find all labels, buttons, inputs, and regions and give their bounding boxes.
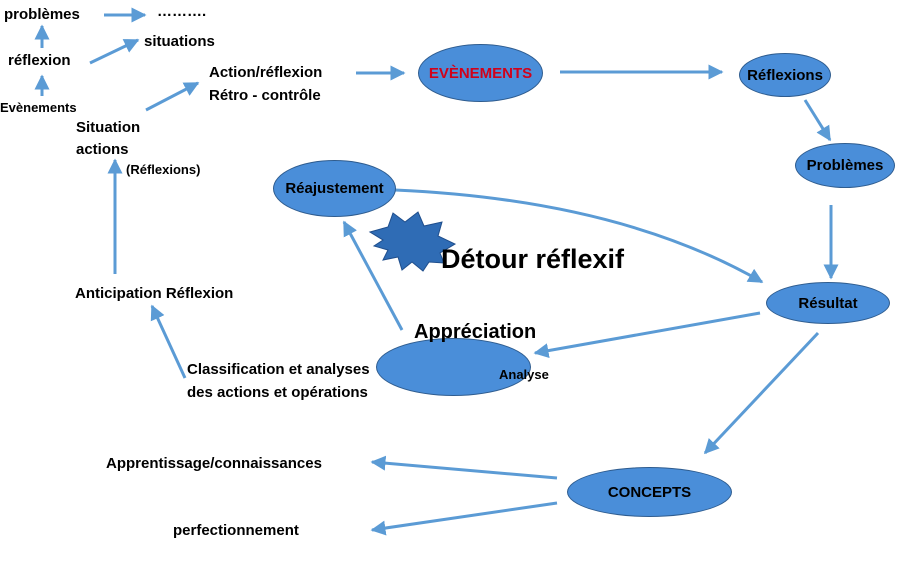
label-analyse: Analyse	[499, 367, 549, 382]
label-dots: ……….	[157, 3, 207, 20]
arrow-resultat-to-appreciation	[533, 311, 761, 359]
label-classification-2: des actions et opérations	[187, 384, 368, 401]
node-problemes: Problèmes	[795, 143, 895, 188]
arrow-concepts-to-apprentissage	[370, 455, 558, 480]
label-situations: situations	[144, 33, 215, 50]
arrow-reflexion-to-situations	[89, 38, 140, 65]
label-actions: actions	[76, 141, 129, 158]
arrow-reajustement-to-resultat	[394, 188, 764, 284]
node-resultat: Résultat	[766, 282, 890, 324]
node-reflexions: Réflexions	[739, 53, 831, 97]
node-reflexions-label: Réflexions	[747, 66, 823, 84]
arrow-classification-to-anticipation	[150, 304, 187, 379]
arrow-appreciation-to-reajustement	[342, 220, 404, 331]
node-appreciation	[376, 338, 531, 396]
label-evenements: Evènements	[0, 100, 77, 115]
node-concepts-label: CONCEPTS	[607, 483, 692, 501]
node-problemes-label: Problèmes	[806, 157, 884, 174]
node-evenements-label: EVÈNEMENTS	[428, 64, 533, 82]
label-action-reflexion: Action/réflexion	[209, 64, 323, 81]
label-reflexion: réflexion	[8, 52, 71, 69]
burst-shape	[368, 211, 457, 272]
label-problemes: problèmes	[4, 6, 80, 23]
node-reajustement-label: Réajustement	[285, 180, 384, 197]
arrow-resultat-to-concepts	[703, 331, 820, 455]
node-concepts: CONCEPTS	[567, 467, 732, 517]
arrow-reflexions-to-problemes	[803, 99, 832, 142]
label-apprentissage: Apprentissage/connaissances	[106, 455, 322, 472]
label-perfectionnement: perfectionnement	[173, 522, 299, 539]
label-detour-reflexif: Détour réflexif	[441, 244, 625, 274]
node-evenements: EVÈNEMENTS	[418, 44, 543, 102]
node-reajustement: Réajustement	[273, 160, 396, 217]
arrow-concepts-to-perfectionnement	[370, 501, 558, 536]
label-reflexions-paren: (Réflexions)	[126, 162, 201, 177]
label-appreciation: Appréciation	[414, 321, 537, 343]
label-situation: Situation	[76, 119, 141, 136]
node-resultat-label: Résultat	[798, 294, 858, 312]
label-anticipation: Anticipation Réflexion	[75, 285, 234, 302]
label-retro-controle: Rétro - contrôle	[209, 87, 321, 104]
arrow-situation-to-action	[145, 81, 200, 112]
label-classification-1: Classification et analyses	[187, 361, 370, 378]
